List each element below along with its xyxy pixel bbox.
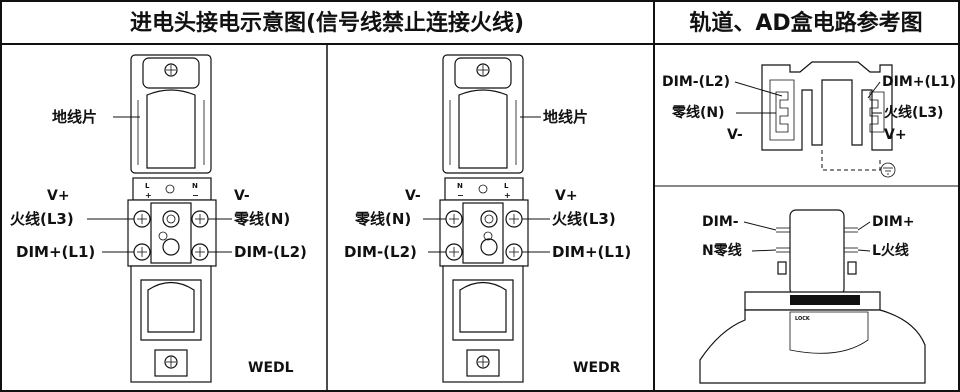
track-v-plus: V+ (884, 127, 907, 143)
ground-plate (458, 89, 508, 169)
track-dim-minus: DIM-(L2) (662, 74, 730, 90)
terminal-l-label: L (504, 182, 509, 190)
terminal-n-label: N (192, 182, 198, 190)
wedl-dim-minus-label: DIM-(L2) (234, 243, 307, 261)
terminal-n-label: N (457, 182, 463, 190)
wedr-model-label: WEDR (573, 360, 621, 376)
header-left: 进电头接电示意图(信号线禁止连接火线) (130, 10, 524, 36)
box-housing (699, 309, 926, 384)
wedr-v-plus: V+ (555, 188, 578, 204)
track-conductor-left (775, 91, 789, 133)
track-profile (761, 61, 896, 178)
wedr-dim-plus-label: DIM+(L1) (552, 243, 631, 261)
svg-text:+: + (145, 191, 152, 200)
terminal-l-label: L (145, 182, 150, 190)
ground-wire (821, 150, 881, 171)
lock-text: LOCK (795, 316, 811, 322)
wedl-live-label: 火线(L3) (10, 210, 74, 228)
track-live: 火线(L3) (884, 104, 943, 121)
wedl-neutral-label: 零线(N) (233, 210, 290, 228)
lock-ring (459, 281, 507, 333)
wedl-v-minus: V- (234, 188, 250, 204)
center-screw-icon (162, 210, 180, 228)
track-v-minus: V- (727, 127, 743, 143)
ad-box: LOCK (699, 209, 926, 384)
ground-symbol-icon (880, 162, 896, 178)
wedr-ground-label: 地线片 (543, 108, 588, 126)
wedl-dim-plus-label: DIM+(L1) (16, 243, 95, 261)
wedr-v-minus: V- (405, 188, 421, 204)
connector-wedr: N L − + (439, 54, 529, 383)
track-conductor-right (869, 91, 885, 133)
wedl-ground-label: 地线片 (52, 108, 97, 126)
lock-bar (790, 295, 860, 305)
svg-text:−: − (192, 191, 199, 200)
track-neutral: 零线(N) (671, 104, 725, 121)
box-stem (789, 209, 845, 296)
svg-text:−: − (457, 191, 464, 200)
terminal-center (462, 202, 504, 264)
header-right: 轨道、AD盒电路参考图 (689, 10, 922, 36)
wedr-neutral-label: 零线(N) (354, 210, 411, 228)
ground-plate (146, 89, 196, 169)
lock-ring (147, 281, 195, 333)
wedl-v-plus: V+ (47, 188, 70, 204)
wedr-live-label: 火线(L3) (552, 210, 616, 228)
wedr-dim-minus-label: DIM-(L2) (344, 243, 417, 261)
connector-wedl: L N + − (127, 54, 217, 383)
svg-text:+: + (504, 191, 511, 200)
box-dim-minus: DIM- (702, 214, 739, 230)
wedl-model-label: WEDL (248, 360, 294, 376)
box-neutral: N零线 (702, 242, 742, 259)
box-dim-plus: DIM+ (872, 214, 915, 230)
track-dim-plus: DIM+(L1) (882, 74, 956, 90)
center-screw-icon (480, 210, 498, 228)
box-live: L火线 (872, 242, 909, 259)
